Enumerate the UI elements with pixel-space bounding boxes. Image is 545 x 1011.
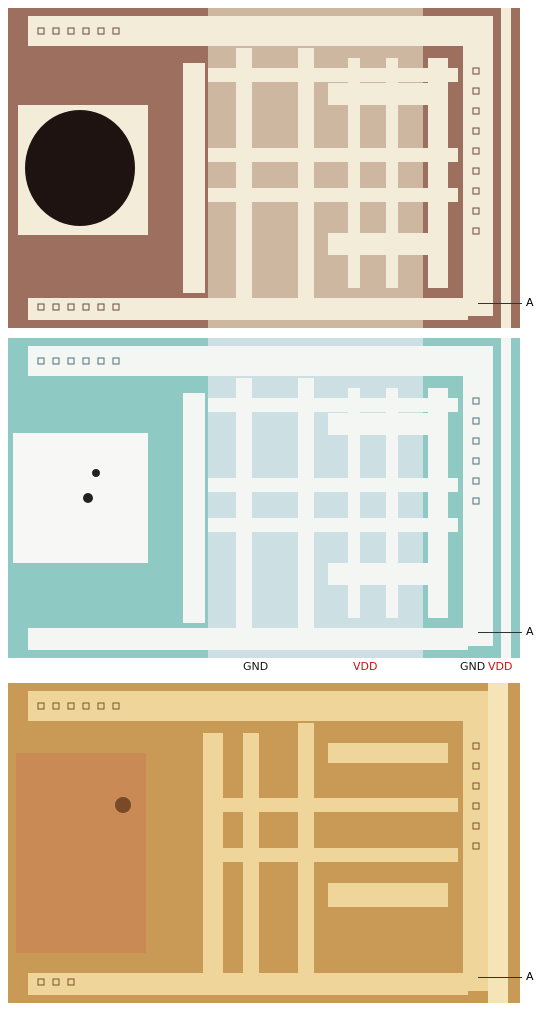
pin-a-leader-2 xyxy=(478,632,522,633)
pin-a-label: A xyxy=(526,625,534,638)
die-photo-panel-2 xyxy=(8,338,520,658)
die-photo-panel-3 xyxy=(8,683,520,1003)
pin-a-leader-3 xyxy=(478,977,522,978)
gnd-label: GND xyxy=(460,660,486,673)
vdd-label: VDD xyxy=(488,660,513,673)
vdd-label: VDD xyxy=(353,660,378,673)
gnd-label: GND xyxy=(243,660,269,673)
pin-a-label: A xyxy=(526,970,534,983)
die-photo-panel-1 xyxy=(8,8,520,328)
pin-a-leader-1 xyxy=(478,303,522,304)
pin-a-label: A xyxy=(526,296,534,309)
